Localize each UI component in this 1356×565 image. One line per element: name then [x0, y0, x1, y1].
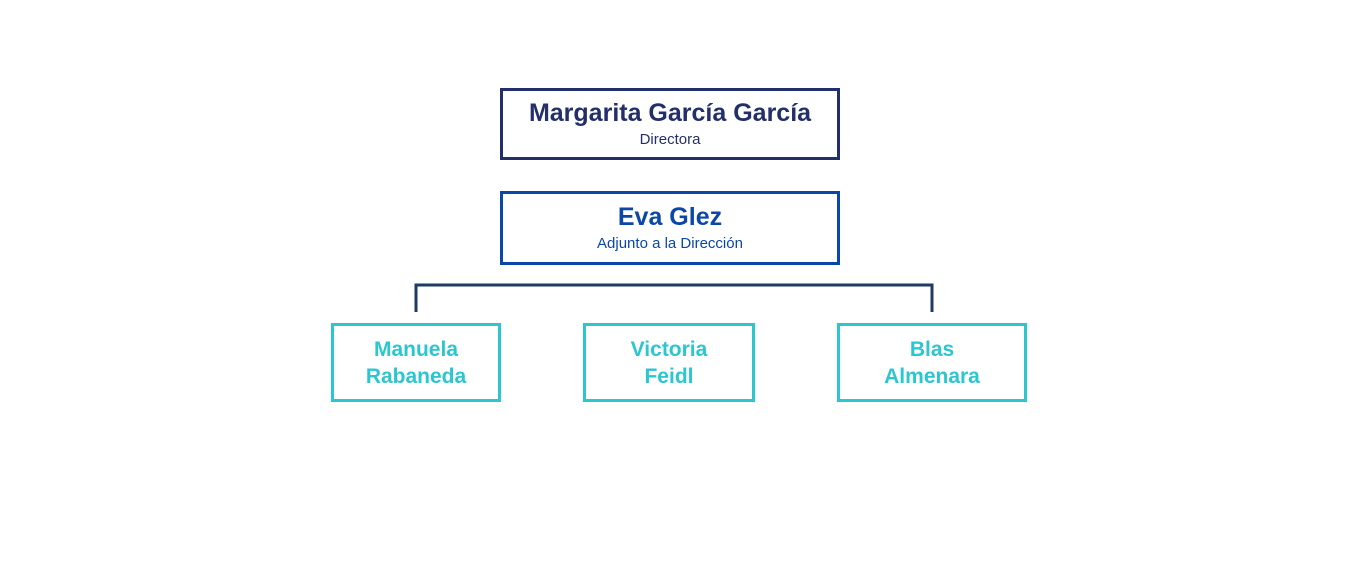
deputy-node: Eva Glez Adjunto a la Dirección [500, 191, 840, 265]
deputy-name: Eva Glez [617, 203, 723, 231]
staff-first-name: Victoria [630, 337, 708, 361]
staff-last-name: Feidl [644, 364, 694, 388]
staff-last-name: Rabaneda [365, 364, 467, 388]
staff-first-name: Manuela [373, 337, 459, 361]
staff-node: Blas Almenara [837, 323, 1027, 402]
director-node: Margarita García García Directora [500, 88, 840, 160]
deputy-role: Adjunto a la Dirección [597, 235, 743, 252]
director-name: Margarita García García [528, 99, 812, 127]
staff-last-name: Almenara [884, 364, 980, 388]
staff-first-name: Blas [909, 337, 955, 361]
staff-node: Victoria Feidl [583, 323, 755, 402]
director-role: Directora [639, 131, 701, 148]
connector-line [414, 283, 934, 312]
staff-node: Manuela Rabaneda [331, 323, 501, 402]
